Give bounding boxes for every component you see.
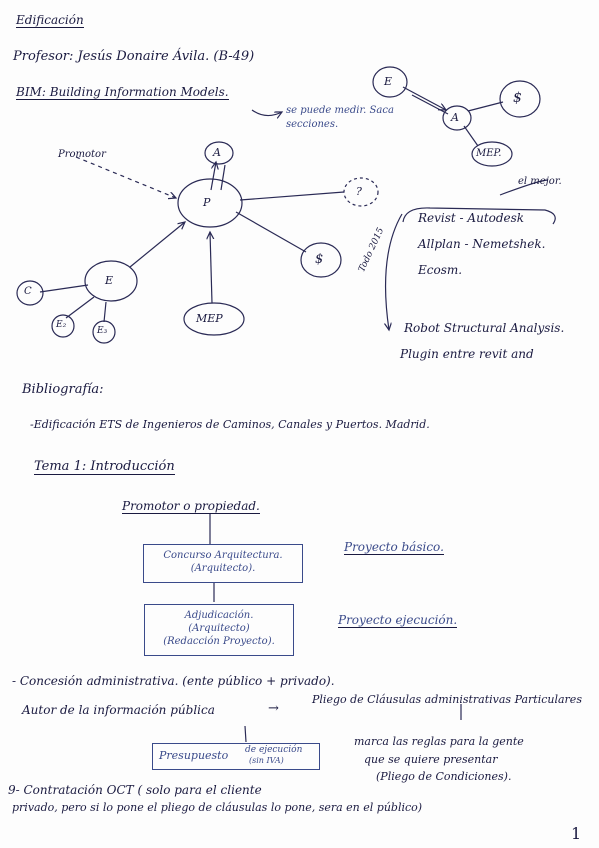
- autor-line: Autor de la información pública: [22, 703, 215, 717]
- node-p-shape: [177, 178, 243, 228]
- flow-box-adjudicacion-line-3: (Redacción Proyecto).: [163, 636, 275, 647]
- node-e2-shape: [51, 314, 75, 338]
- node-dollar-shape: [300, 242, 342, 278]
- autor-arrow: →: [268, 701, 279, 716]
- node-e3-shape: [92, 320, 116, 344]
- node-e2-label: E₂: [56, 320, 67, 330]
- node-e-right-shape: [372, 66, 408, 98]
- node-a-label: A: [213, 146, 221, 159]
- contratacion-line-1: 9- Contratación OCT ( solo para el clien…: [8, 783, 262, 797]
- presupuesto-sub-1: de ejecución: [245, 745, 303, 755]
- edge-a-p: [220, 164, 226, 191]
- flow-box-adjudicacion-line-1: Adjudicación.: [184, 610, 254, 621]
- concesion-line: - Concesión administrativa. (ente públic…: [12, 674, 335, 688]
- edge-a-mep-right: [463, 125, 479, 147]
- node-mep-label: MEP: [196, 312, 223, 325]
- edge-a-dollar-right: [467, 101, 504, 112]
- tema-title: Tema 1: Introducción: [34, 459, 175, 475]
- edge-e-a-right-2: [411, 94, 449, 115]
- flow-box-adjudicacion-line-2: (Arquitecto): [188, 623, 250, 634]
- marca-line-2: que se quiere presentar: [364, 753, 498, 766]
- node-unknown-shape: [343, 177, 379, 207]
- teacher-line: Profesor: Jesús Donaire Ávila. (B-49): [13, 49, 255, 64]
- contratacion-line-2: privado, pero si lo pone el pliego de cl…: [12, 801, 423, 814]
- ecosm-item: Ecosm.: [418, 263, 463, 277]
- bim-line: BIM: Building Information Models.: [16, 85, 229, 100]
- node-e-label: E: [105, 274, 114, 287]
- flow-box-concurso-line-2: (Arquitecto).: [190, 563, 256, 574]
- sections-arrow: [251, 109, 282, 116]
- plugin-item: Plugin entre revit and: [400, 347, 534, 361]
- edge-e-e2: [65, 296, 95, 319]
- pliego-line: Pliego de Cláusulas administrativas Part…: [312, 693, 582, 706]
- page-number: 1: [571, 824, 582, 843]
- flow-box-concurso: Concurso Arquitectura. (Arquitecto).: [143, 544, 303, 583]
- sections-note: se puede medir. Saca secciones.: [286, 105, 394, 130]
- node-mep-shape: [183, 302, 245, 336]
- edge-mep-p: [210, 232, 212, 304]
- node-p-label: P: [203, 196, 211, 209]
- bibliography-title: Bibliografía:: [22, 382, 104, 397]
- node-a-right-label: A: [451, 111, 459, 124]
- all2015-arrow: [386, 213, 403, 330]
- edge-e-e3: [103, 301, 107, 323]
- flow-box-adjudicacion: Adjudicación. (Arquitecto) (Redacción Pr…: [144, 604, 294, 656]
- flow-box-concurso-line-1: Concurso Arquitectura.: [163, 550, 283, 561]
- node-c-shape: [16, 280, 44, 306]
- robot-item: Robot Structural Analysis.: [404, 321, 565, 335]
- edge-e-a-right: [402, 86, 446, 110]
- marca-line-3: (Pliego de Condiciones).: [376, 770, 512, 783]
- node-dollar-label: $: [315, 252, 324, 267]
- node-e3-label: E₃: [97, 326, 108, 336]
- revit-item: Revist - Autodesk: [418, 211, 525, 225]
- best-note: el mejor.: [518, 176, 562, 187]
- node-e-right-label: E: [384, 75, 393, 88]
- edge-e-c: [39, 284, 89, 293]
- edge-p-dollar: [235, 211, 307, 253]
- node-mep-right-shape: [471, 141, 513, 167]
- node-unknown-label: ?: [356, 185, 362, 198]
- marca-line-1: marca las reglas para la gente: [354, 735, 524, 748]
- flow-top-label: Promotor o propiedad.: [122, 499, 260, 514]
- subject-title: Edificación: [16, 13, 84, 28]
- flow-line-3: [244, 725, 247, 743]
- edge-e-p: [129, 222, 185, 268]
- allplan-item: Allplan - Nemetshek.: [418, 237, 546, 251]
- best-arrow: [499, 179, 549, 196]
- revit-bracket: [402, 207, 556, 225]
- bibliography-item: -Edificación ETS de Ingenieros de Camino…: [30, 418, 430, 431]
- node-a-right-shape: [442, 105, 472, 131]
- flow-box-concurso-note: Proyecto básico.: [344, 540, 444, 555]
- node-mep-right-label: MEP.: [476, 148, 502, 159]
- edge-p-a: [210, 162, 216, 191]
- node-c-label: C: [24, 286, 32, 297]
- edge-p-unknown: [239, 191, 345, 201]
- node-dollar-right-label: $: [513, 90, 522, 106]
- presupuesto-box: Presupuesto de ejecución (sin IVA): [152, 743, 320, 770]
- flow-box-adjudicacion-note: Proyecto ejecución.: [338, 613, 458, 628]
- node-a-shape: [204, 141, 234, 165]
- promotor-label: Promotor: [58, 149, 106, 160]
- presupuesto-label: Presupuesto: [159, 749, 229, 762]
- edge-promotor-p: [75, 156, 176, 198]
- presupuesto-sub-2: (sin IVA): [249, 756, 284, 765]
- node-e-shape: [84, 260, 138, 302]
- node-dollar-right-shape: [499, 80, 541, 118]
